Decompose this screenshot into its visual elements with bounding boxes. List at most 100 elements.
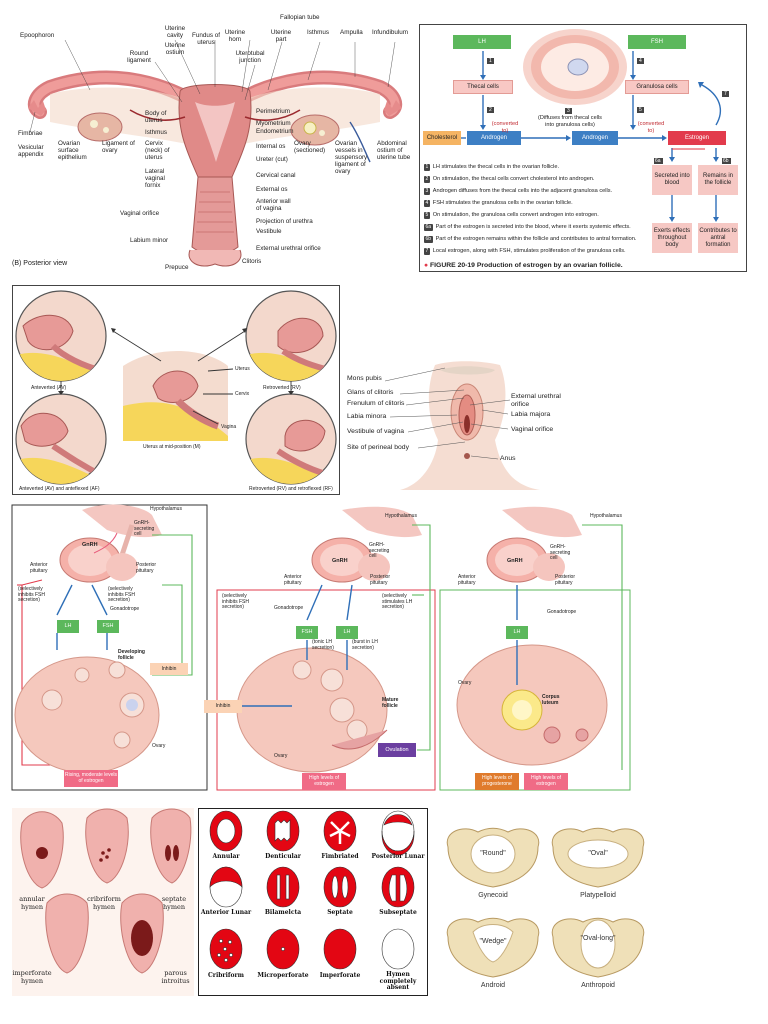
label-uterine-ostium: Uterine ostium bbox=[164, 42, 186, 56]
label-ampulla: Ampulla bbox=[340, 29, 363, 36]
label-ext-urethral-orifice: External urethral orifice bbox=[511, 393, 561, 408]
p2-mature: Mature follicle bbox=[382, 697, 399, 709]
pelvis-anthropoid: Anthropoid bbox=[581, 982, 615, 989]
p3-posterior-pituitary: Posterior pituitary bbox=[555, 574, 576, 586]
converted-label-1: (converted to) bbox=[491, 121, 519, 134]
label-epoophoron: Epoophoron bbox=[20, 32, 55, 39]
step-text-5: On stimulation, the granulosa cells conv… bbox=[432, 212, 599, 218]
secreted-box: Secreted into blood bbox=[652, 165, 692, 195]
step-num-6b: 6b bbox=[424, 236, 433, 243]
circle-rf bbox=[245, 393, 337, 485]
vulva-panel: Mons pubis Glans of clitoris Frenulum of… bbox=[340, 360, 580, 495]
p3-hypothalamus: Hypothalamus bbox=[590, 513, 622, 519]
p3-result-estrogen: High levels of estrogen bbox=[524, 773, 568, 790]
label-ovarian-vessels: Ovarian vessels in suspensory ligament o… bbox=[335, 140, 368, 175]
p2-gnrh: GnRH bbox=[332, 558, 348, 564]
p1-gnrh: GnRH bbox=[82, 542, 98, 548]
step-num-4: 4 bbox=[424, 200, 430, 207]
label-uterine-part: Uterine part bbox=[270, 29, 292, 43]
step-num-3: 3 bbox=[424, 188, 430, 195]
hormone-diagram-2 bbox=[216, 506, 436, 791]
cholesterol-box: Cholesterol bbox=[423, 131, 461, 145]
type-bilamelcta: Bilamelcta bbox=[264, 909, 302, 916]
step-tag-2: 2 bbox=[489, 107, 492, 113]
remains-box: Remains in the follicle bbox=[698, 165, 738, 195]
label-fundus: Fundus of uterus bbox=[192, 32, 221, 46]
label-vagina: Vagina bbox=[221, 424, 237, 430]
p3-result-progesterone: High levels of progesterone bbox=[475, 773, 519, 790]
cap-cribriform: cribriform hymen bbox=[87, 895, 121, 911]
label-cervix: Cervix (neck) of uterus bbox=[145, 140, 170, 161]
label-ovary-sectioned: Ovary (sectioned) bbox=[294, 140, 326, 154]
label-abdominal-ostium: Abdominal ostium of uterine tube bbox=[377, 140, 411, 161]
label-ureter: Ureter (cut) bbox=[256, 156, 288, 163]
pelvis-platypelloid: Platypelloid bbox=[580, 892, 616, 899]
hymen-types-panel: Annular Denticular Fimbriated Posterior … bbox=[198, 808, 428, 996]
pelvis-illustration bbox=[446, 827, 645, 978]
label-anterior-wall: Anterior wall of vagina bbox=[256, 198, 291, 212]
type-microperforate: Microperforate bbox=[257, 972, 309, 979]
label-body-uterus: Body of uterus bbox=[145, 110, 167, 124]
converted-label-2: (converted to) bbox=[637, 121, 665, 134]
step-num-7: 7 bbox=[424, 248, 430, 255]
p2-fsh-box: FSH bbox=[296, 626, 318, 639]
p1-posterior-pituitary: Posterior pituitary bbox=[136, 562, 157, 574]
fsh-box: FSH bbox=[628, 35, 686, 49]
label-labia-majora: Labia majora bbox=[511, 411, 551, 418]
uterus-positions-illustration bbox=[15, 290, 337, 485]
label-cervical-canal: Cervical canal bbox=[256, 172, 296, 179]
label-labia-minora: Labia minora bbox=[347, 413, 387, 420]
figure-caption: ● FIGURE 20-19 Production of estrogen by… bbox=[424, 262, 623, 269]
step-tag-1: 1 bbox=[489, 58, 492, 64]
label-uterus: Uterus bbox=[235, 366, 250, 372]
p1-hypothalamus: Hypothalamus bbox=[150, 506, 182, 512]
label-cervix-pos: Cervix bbox=[235, 391, 250, 397]
p1-result-box: Rising, moderate levels of estrogen bbox=[64, 770, 118, 787]
label-vaginal-orifice-vulva: Vaginal orifice bbox=[511, 426, 554, 433]
pelvis-wedge: "Wedge" bbox=[479, 938, 507, 945]
diffuses-label: (Diffuses from thecal cells into granulo… bbox=[538, 115, 602, 128]
step-num-1: 1 bbox=[424, 164, 430, 171]
label-prepuce: Prepuce bbox=[165, 264, 189, 271]
p1-inhibin-box: Inhibin bbox=[150, 663, 188, 675]
p2-hypothalamus: Hypothalamus bbox=[385, 513, 417, 519]
label-clitoris: Clitoris bbox=[242, 258, 262, 265]
pelvis-gynecoid: Gynecoid bbox=[478, 892, 508, 899]
lh-box: LH bbox=[453, 35, 511, 49]
hormone-regulation-illustration bbox=[11, 504, 631, 791]
p3-ovary: Ovary bbox=[458, 680, 472, 686]
p2-burst: (burst in LH secretion) bbox=[352, 639, 378, 651]
cap-septate: septate hymen bbox=[161, 895, 187, 911]
p2-ovary: Ovary bbox=[274, 753, 288, 759]
label-frenulum: Frenulum of clitoris bbox=[347, 400, 405, 407]
step-text-3: Androgen diffuses from the thecal cells … bbox=[432, 188, 613, 194]
type-cribriform: Cribriform bbox=[208, 972, 244, 979]
pelvis-round: "Round" bbox=[480, 850, 506, 857]
type-posterior-lunar: Posterior Lunar bbox=[371, 853, 425, 860]
p3-corpus-luteum: Corpus luteum bbox=[542, 694, 560, 706]
p2-stimulates: (selectively stimulates LH secretion) bbox=[382, 593, 413, 611]
label-av: Anteverted (AV) bbox=[31, 385, 67, 391]
circle-af bbox=[15, 393, 107, 485]
thecal-cells-box: Thecal cells bbox=[453, 80, 513, 94]
hormone-regulation-panel: Hypothalamus GnRH-secreting cell GnRH An… bbox=[11, 504, 637, 795]
p1-fsh-box: FSH bbox=[97, 620, 119, 633]
label-endometrium: Endometrium bbox=[256, 128, 294, 135]
step-text-7: Local estrogen, along with FSH, stimulat… bbox=[432, 248, 626, 254]
type-anterior-lunar: Anterior Lunar bbox=[200, 909, 252, 916]
pelvis-oval-long: "Oval-long" bbox=[580, 935, 616, 942]
p2-inhibin-box: Inhibin bbox=[204, 700, 242, 713]
p2-tonic: (tonic LH secretion) bbox=[312, 639, 334, 651]
label-myometrium: Myometrium bbox=[256, 120, 291, 127]
cap-annular: annular hymen bbox=[19, 895, 45, 911]
type-imperforate: Imperforate bbox=[319, 972, 361, 979]
label-infundibulum: Infundibulum bbox=[372, 29, 409, 36]
type-subseptate: Subseptate bbox=[379, 909, 417, 916]
label-external-urethral: External urethral orifice bbox=[256, 245, 321, 252]
label-fallopian-tube: Fallopian tube bbox=[280, 14, 320, 21]
label-ovarian-epithelium: Ovarian surface epithelium bbox=[58, 140, 87, 161]
